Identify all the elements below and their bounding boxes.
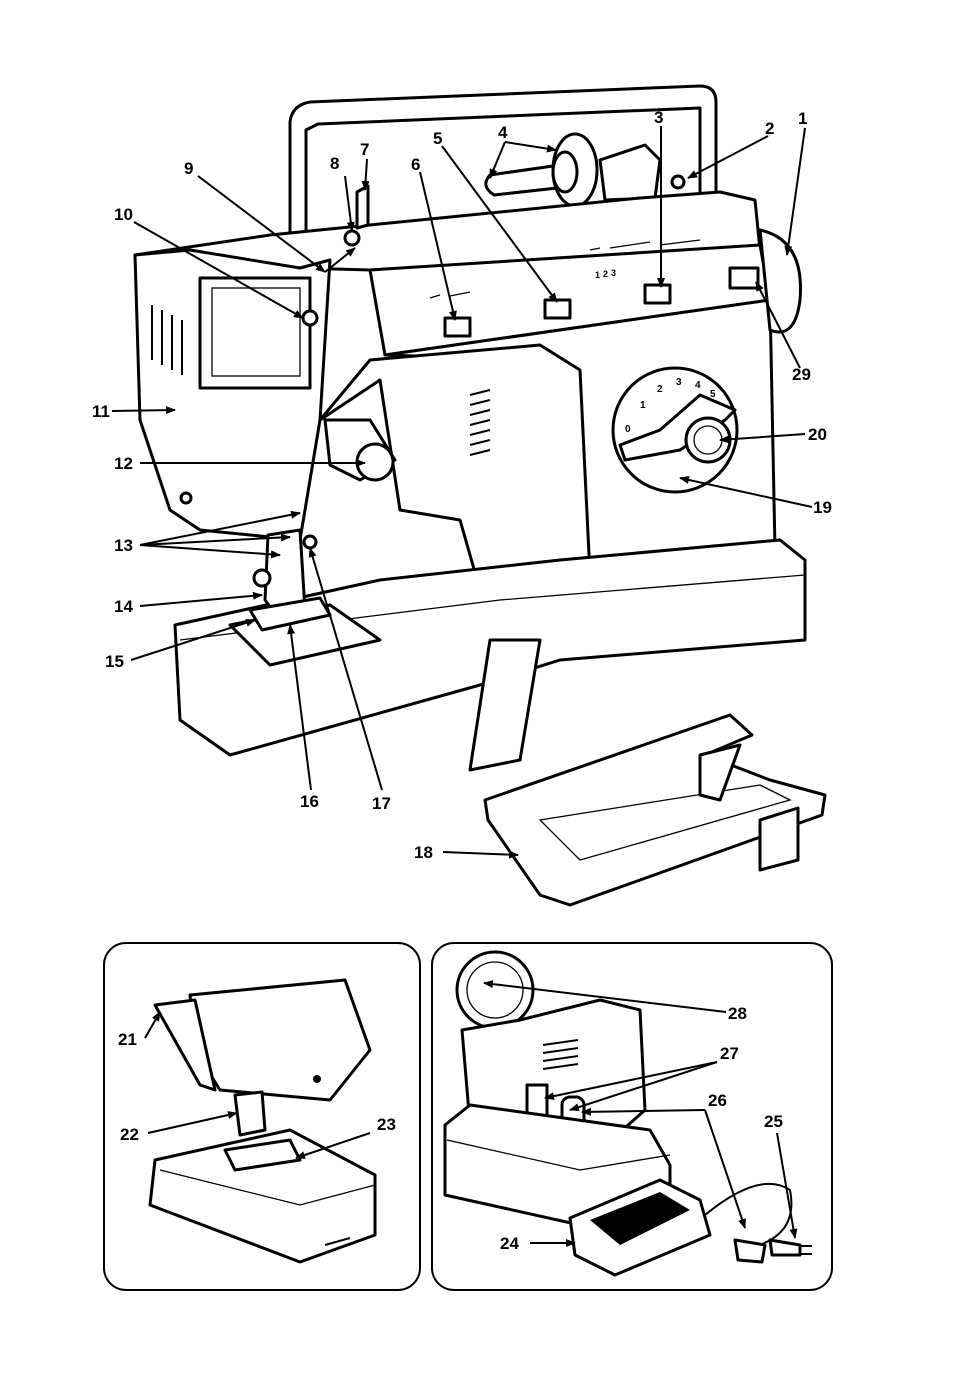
dial-digit-2: 2 <box>657 384 663 395</box>
callout-8: 8 <box>330 154 339 173</box>
callout-19: 19 <box>813 498 832 517</box>
callout-5: 5 <box>433 129 442 148</box>
callout-23: 23 <box>377 1115 396 1134</box>
extension-table[interactable] <box>485 715 825 905</box>
callout-12: 12 <box>114 454 133 473</box>
button-29[interactable] <box>730 268 758 288</box>
callout-22: 22 <box>120 1125 139 1144</box>
stitch-length-dial[interactable]: 0 1 2 3 4 5 <box>613 368 737 492</box>
dial-digit-3: 3 <box>676 377 682 388</box>
callout-18: 18 <box>414 843 433 862</box>
bobbin-winder-button[interactable] <box>457 952 533 1028</box>
callout-4: 4 <box>498 123 508 142</box>
pattern-digit-2: 2 <box>603 269 608 279</box>
callout-20: 20 <box>808 425 827 444</box>
pattern-digit-3: 3 <box>611 268 616 278</box>
thread-guide-7 <box>357 186 368 228</box>
callout-26: 26 <box>708 1091 727 1110</box>
callout-11: 11 <box>92 402 110 421</box>
knob-5[interactable] <box>545 300 570 318</box>
head-screw <box>181 493 191 503</box>
callout-9: 9 <box>184 159 193 178</box>
callout-17: 17 <box>372 794 391 813</box>
callout-2: 2 <box>765 119 774 138</box>
pattern-digit-1: 1 <box>595 270 600 280</box>
main-machine-illustration: 1 2 3 0 1 2 3 4 5 <box>135 86 805 770</box>
dial-digit-1: 1 <box>640 400 646 411</box>
head-window <box>200 278 310 388</box>
dial-digit-4: 4 <box>695 380 701 391</box>
bobbin-winder-2 <box>672 176 684 188</box>
thread-guide-8 <box>345 231 359 245</box>
callout-28: 28 <box>728 1004 747 1023</box>
dial-digit-0: 0 <box>625 424 631 435</box>
spool-pin <box>486 134 660 206</box>
knob-6[interactable] <box>445 318 470 336</box>
callout-7: 7 <box>360 140 369 159</box>
dial-digit-5: 5 <box>710 389 716 400</box>
thread-guide-10 <box>303 311 317 325</box>
callout-10: 10 <box>114 205 133 224</box>
callout-24: 24 <box>500 1234 519 1253</box>
presser-foot-assembly <box>250 530 330 630</box>
callout-1: 1 <box>798 109 807 128</box>
tension-dial[interactable] <box>325 420 395 480</box>
callout-15: 15 <box>105 652 124 671</box>
callout-13: 13 <box>114 536 133 555</box>
callout-6: 6 <box>411 155 420 174</box>
callout-3: 3 <box>654 108 663 127</box>
callout-21: 21 <box>118 1030 137 1049</box>
callout-16: 16 <box>300 792 319 811</box>
callout-29: 29 <box>792 365 811 384</box>
callout-14: 14 <box>114 597 133 616</box>
callout-25: 25 <box>764 1112 783 1131</box>
callout-27: 27 <box>720 1044 739 1063</box>
knob-3[interactable] <box>645 285 670 303</box>
